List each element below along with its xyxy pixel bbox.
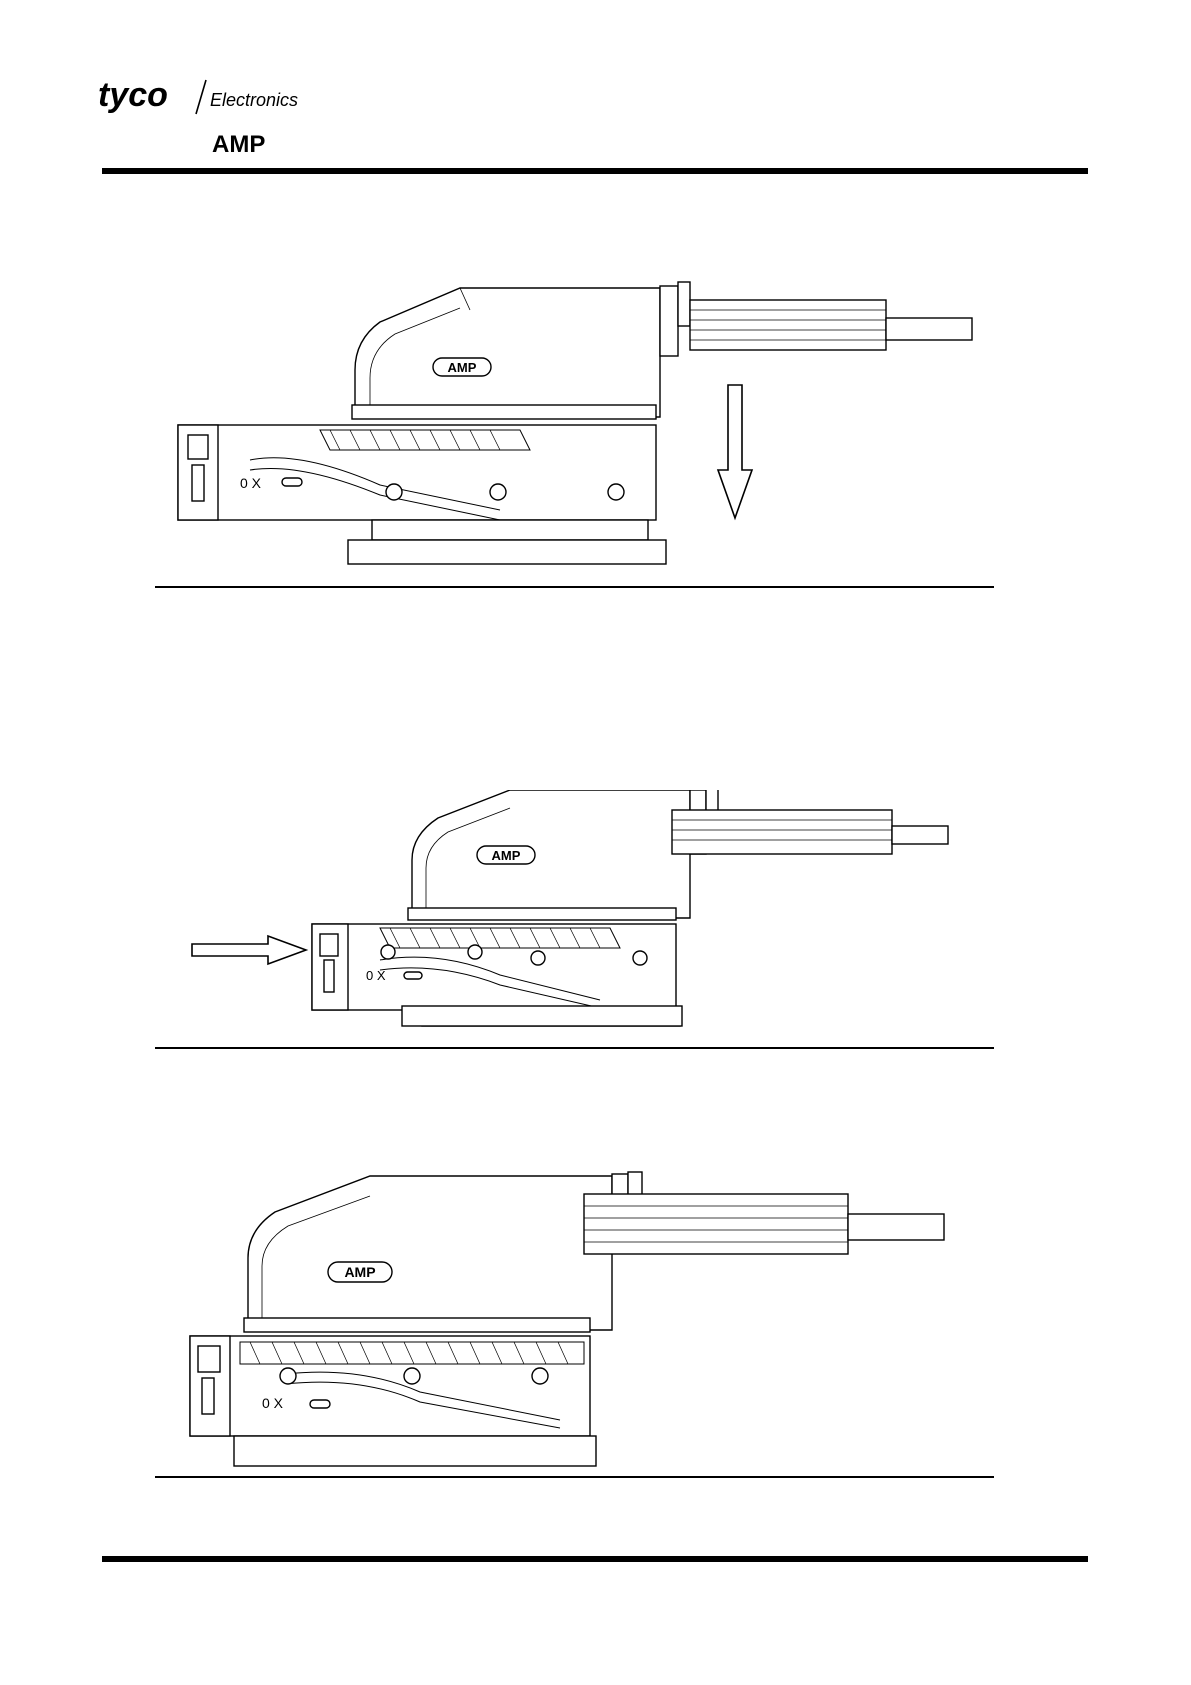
header-rule — [102, 168, 1088, 174]
brand-amp: AMP — [212, 131, 265, 158]
figure-1-marking: 0 X — [240, 475, 262, 491]
figure-3-marking: 0 X — [262, 1395, 284, 1411]
figure-2-connector-sliding: AMP 0 X — [0, 790, 1191, 1060]
brand-division: Electronics — [210, 90, 298, 110]
figure-3-connector-mated: AMP 0 X — [0, 1170, 1191, 1490]
figure-2-right-arrow-icon — [192, 936, 306, 964]
figure-1-down-arrow-icon — [718, 385, 752, 518]
figure-2-marking: 0 X — [366, 968, 386, 983]
figure-3-amp-badge-text: AMP — [344, 1264, 375, 1280]
figure-1-amp-badge-text: AMP — [448, 360, 477, 375]
brand-tyco: tyco — [98, 76, 168, 114]
figure-1-connector-above-board: AMP 0 X — [0, 270, 1191, 600]
tyco-electronics-amp-logo: tyco Electronics AMP — [96, 70, 316, 160]
figure-2-amp-badge-text: AMP — [492, 848, 521, 863]
footer-rule — [102, 1556, 1088, 1562]
